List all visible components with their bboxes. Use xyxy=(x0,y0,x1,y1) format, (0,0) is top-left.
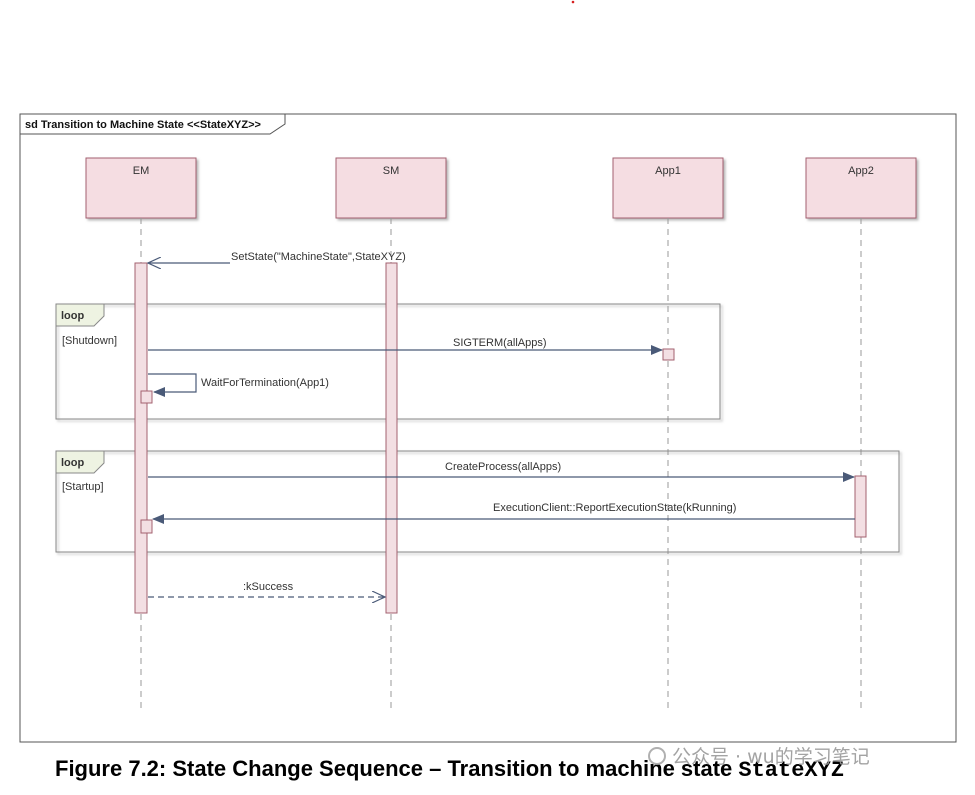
frame-title-tab xyxy=(19,113,286,135)
message-label-sigterm: SIGTERM(allApps) xyxy=(453,337,547,349)
activation-sm xyxy=(385,262,398,614)
activation-em-wait xyxy=(140,390,153,404)
message-label-wait-for-termination: WaitForTermination(App1) xyxy=(201,377,329,389)
loop-header-shutdown xyxy=(55,303,105,327)
figure-caption-text: Figure 7.2: State Change Sequence – Tran… xyxy=(55,756,739,781)
loop-header-startup xyxy=(55,450,105,474)
lifeline-label-app2: App2 xyxy=(848,165,874,177)
message-label-k-success: :kSuccess xyxy=(243,581,294,593)
red-dot-mark xyxy=(571,0,575,4)
lifeline-label-app1: App1 xyxy=(655,165,681,177)
activation-app2 xyxy=(854,475,867,538)
message-label-set-state: SetState("MachineState",StateXYZ) xyxy=(231,251,406,263)
activation-em xyxy=(134,262,148,614)
lifeline-label-em: EM xyxy=(133,165,150,177)
loop-guard-shutdown: [Shutdown] xyxy=(62,335,117,347)
loop-guard-startup: [Startup] xyxy=(62,481,104,493)
lifeline-head-em xyxy=(85,157,197,219)
loop-fragment-startup xyxy=(55,450,900,553)
diagram-frame xyxy=(19,113,957,743)
watermark: 公众号 · wu的学习笔记 xyxy=(648,742,870,769)
wechat-icon xyxy=(648,747,666,765)
message-label-create-process: CreateProcess(allApps) xyxy=(445,461,561,473)
loop-operator-startup: loop xyxy=(61,457,84,469)
loop-operator-shutdown: loop xyxy=(61,310,84,322)
activation-em-report xyxy=(140,519,153,534)
lifeline-head-app1 xyxy=(612,157,724,219)
activation-app1 xyxy=(662,348,675,361)
frame-title: sd Transition to Machine State <<StateXY… xyxy=(25,119,261,131)
lifeline-label-sm: SM xyxy=(383,165,400,177)
message-label-report-execution-state: ExecutionClient::ReportExecutionState(kR… xyxy=(493,502,736,514)
figure-caption-code: StateXYZ xyxy=(738,758,845,783)
watermark-text: 公众号 · wu的学习笔记 xyxy=(672,746,870,768)
figure-caption: Figure 7.2: State Change Sequence – Tran… xyxy=(55,756,844,783)
lifeline-head-app2 xyxy=(805,157,917,219)
message-arrow-wait-for-termination xyxy=(148,373,197,397)
